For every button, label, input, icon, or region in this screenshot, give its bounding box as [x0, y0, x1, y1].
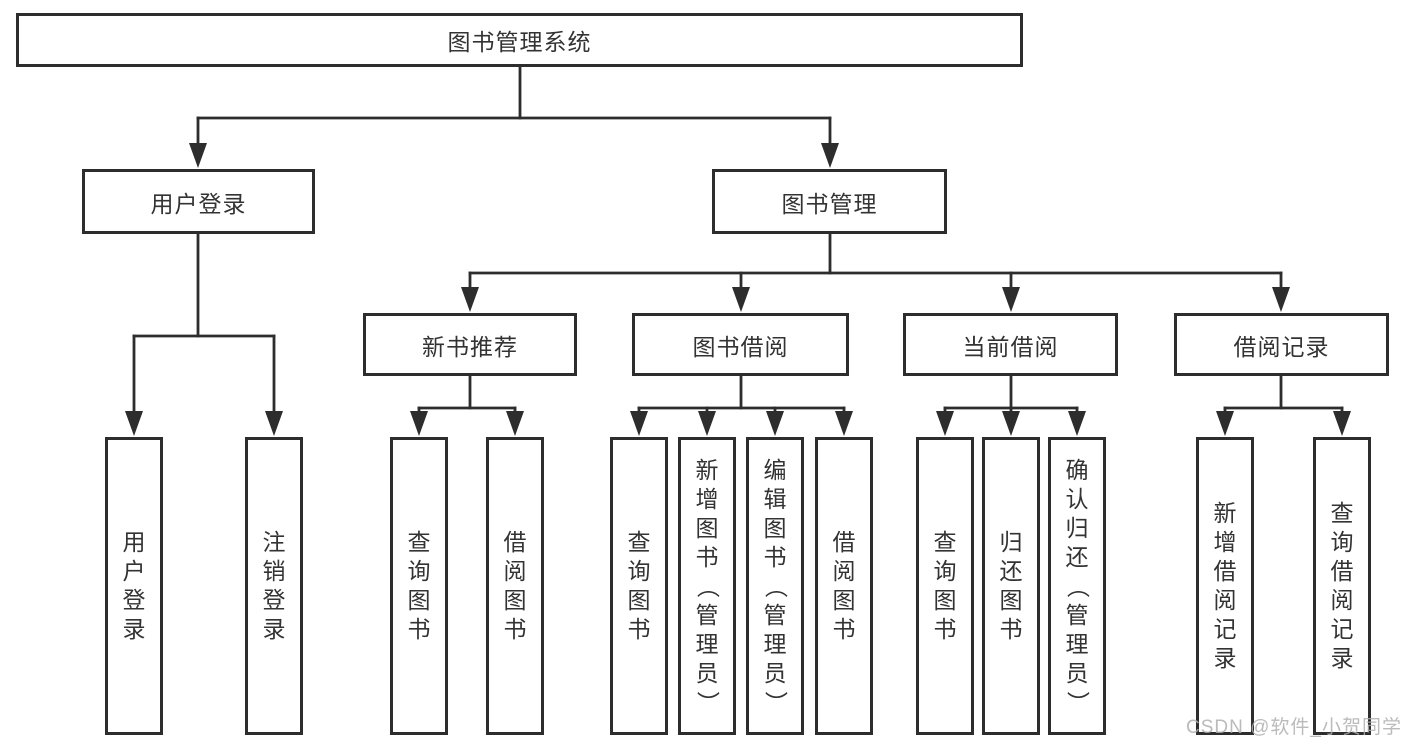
leaf-user-login: 用户登录: [105, 437, 163, 735]
node-library-system: 图书管理系统: [16, 13, 1023, 67]
node-label: 用户登录: [122, 529, 146, 642]
node-label: 归还图书: [999, 529, 1023, 642]
csdn-watermark: CSDN @软件_小贺同学: [1186, 717, 1402, 738]
leaf-newbooks-query-books: 查询图书: [390, 437, 448, 735]
leaf-borrowing-edit-book-admin: 编辑图书（管理员）: [746, 437, 804, 735]
node-label: 查询借阅记录: [1330, 500, 1354, 671]
node-label: 用户登录: [150, 190, 247, 217]
node-label: 图书管理系统: [447, 29, 592, 55]
leaf-current-return-books: 归还图书: [982, 437, 1040, 735]
node-label: 查询图书: [407, 529, 431, 642]
node-label: 注销登录: [262, 529, 286, 642]
node-new-book-recommend: 新书推荐: [363, 313, 577, 376]
leaf-records-query-record: 查询借阅记录: [1313, 437, 1371, 735]
node-label: 新增借阅记录: [1213, 500, 1237, 671]
node-current-borrowing: 当前借阅: [903, 313, 1118, 376]
node-label: 编辑图书（管理员）: [762, 456, 789, 714]
node-label: 新书推荐: [422, 333, 518, 360]
node-label: 借阅图书: [503, 529, 527, 642]
node-book-management: 图书管理: [712, 169, 947, 234]
node-label: 图书借阅: [692, 333, 789, 360]
leaf-borrowing-add-book-admin: 新增图书（管理员）: [678, 437, 736, 735]
node-user-login: 用户登录: [82, 169, 315, 234]
node-label: 借阅图书: [832, 529, 856, 642]
leaf-records-add-record: 新增借阅记录: [1196, 437, 1254, 735]
leaf-newbooks-borrow-books: 借阅图书: [486, 437, 544, 735]
node-label: 确认归还（管理员）: [1064, 456, 1091, 714]
leaf-borrowing-borrow-books: 借阅图书: [815, 437, 873, 735]
leaf-borrowing-query-books: 查询图书: [610, 437, 668, 735]
node-label: 新增图书（管理员）: [694, 456, 721, 714]
node-label: 当前借阅: [962, 333, 1059, 360]
node-book-borrowing: 图书借阅: [632, 313, 849, 376]
node-label: 查询图书: [627, 529, 651, 642]
leaf-current-confirm-return-admin: 确认归还（管理员）: [1048, 437, 1106, 735]
node-label: 借阅记录: [1233, 333, 1330, 360]
leaf-current-query-books: 查询图书: [916, 437, 974, 735]
node-borrowing-records: 借阅记录: [1174, 313, 1389, 376]
node-label: 图书管理: [781, 190, 878, 217]
node-label: 查询图书: [933, 529, 957, 642]
leaf-logout: 注销登录: [245, 437, 303, 735]
